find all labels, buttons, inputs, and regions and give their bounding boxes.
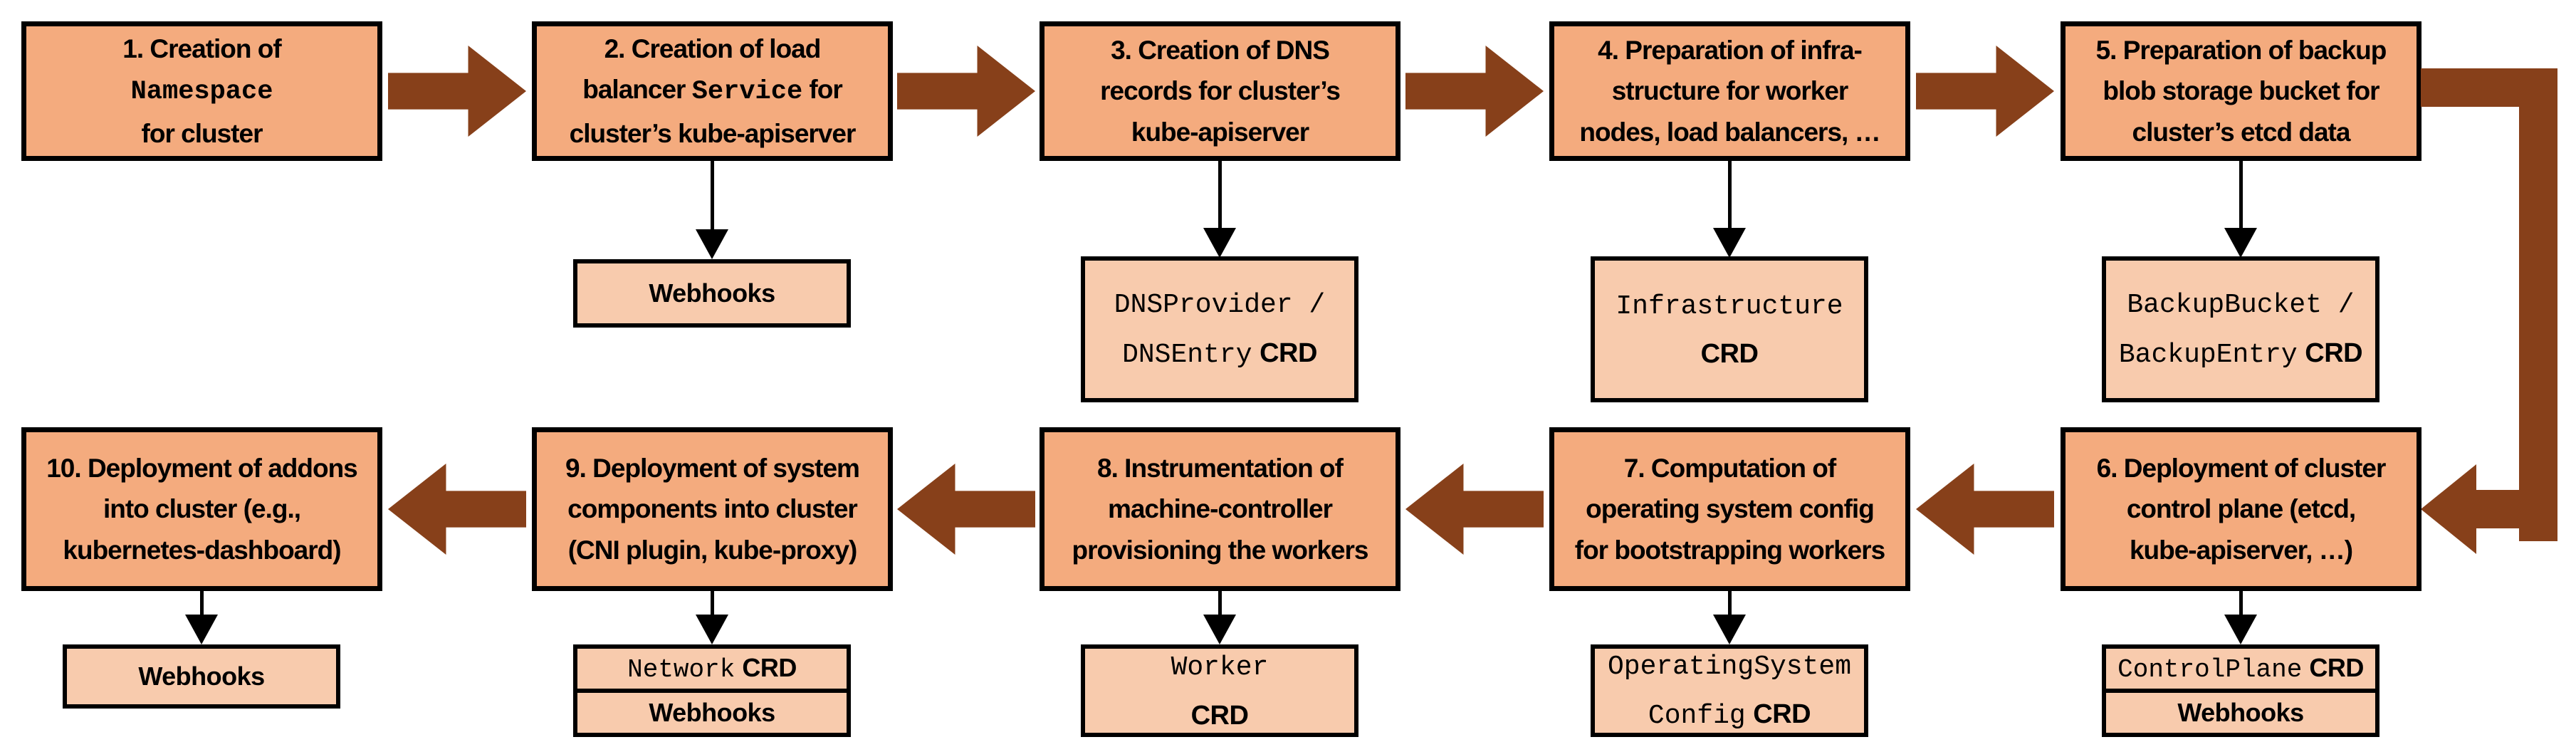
webhooks-box-step10: Webhooks <box>63 644 340 709</box>
backupbucket-backupentry-crd-box: BackupBucket /BackupEntry CRD <box>2102 256 2379 402</box>
step-4-box: 4. Preparation of infra-structure for wo… <box>1549 21 1910 161</box>
connector-step2-webhooks-head <box>696 229 728 259</box>
connector-step3-crd-head <box>1203 228 1236 258</box>
arrow-step2-to-step3 <box>897 46 1035 137</box>
elbow-connector-vertical-segment <box>2519 68 2557 541</box>
webhooks-box-step6: Webhooks <box>2102 689 2379 737</box>
arrow-step7-to-step8 <box>1405 464 1544 555</box>
arrow-step8-to-step9 <box>897 464 1035 555</box>
connector-step10-webhooks-head <box>185 615 218 644</box>
connector-step4-crd-head <box>1713 228 1746 258</box>
connector-step9-crd-line <box>711 591 714 617</box>
connector-step5-crd-head <box>2224 228 2257 258</box>
connector-step8-crd-line <box>1218 591 1222 617</box>
connector-step6-crd-head <box>2224 615 2257 644</box>
webhooks-box-step9: Webhooks <box>573 689 851 737</box>
arrow-step6-to-step7 <box>1916 464 2054 555</box>
arrow-step1-to-step2 <box>388 46 526 137</box>
controlplane-crd-box: ControlPlane CRD <box>2102 644 2379 693</box>
connector-step7-crd-line <box>1728 591 1732 617</box>
connector-step4-crd-line <box>1728 161 1732 229</box>
elbow-connector-bottom-segment <box>2471 490 2557 528</box>
arrow-step9-to-step10 <box>388 464 526 555</box>
connector-step7-crd-head <box>1713 615 1746 644</box>
connector-step5-crd-line <box>2239 161 2243 229</box>
dnsprovider-dnsentry-crd-box: DNSProvider /DNSEntry CRD <box>1081 256 1358 402</box>
connector-step8-crd-head <box>1203 615 1236 644</box>
connector-step2-webhooks-line <box>711 161 714 231</box>
arrow-step4-to-step5 <box>1916 46 2054 137</box>
network-crd-box: Network CRD <box>573 644 851 693</box>
connector-step9-crd-head <box>696 615 728 644</box>
connector-step6-crd-line <box>2239 591 2243 617</box>
connector-step3-crd-line <box>1218 161 1222 229</box>
connector-step10-webhooks-line <box>200 591 204 617</box>
elbow-connector-arrowhead <box>2421 464 2476 554</box>
webhooks-box-step2: Webhooks <box>573 259 851 328</box>
arrow-step3-to-step4 <box>1405 46 1544 137</box>
